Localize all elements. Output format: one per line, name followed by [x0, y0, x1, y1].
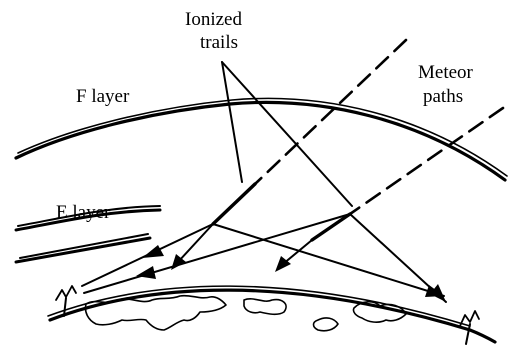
meteor-paths-label-line2: paths	[423, 86, 463, 107]
radio-path-down-2	[349, 213, 447, 303]
radio-path-up-1	[81, 223, 214, 287]
f-layer	[14, 97, 508, 182]
meteor-path-2	[348, 106, 505, 216]
receiver-antenna	[459, 310, 480, 345]
meteor-arrow-2	[275, 239, 313, 272]
meteor-path-1	[253, 38, 408, 186]
ionized-trails-label-line1: Ionized	[185, 9, 242, 30]
transmitter-antenna	[55, 285, 77, 317]
ionized-trail-1	[211, 182, 257, 226]
e-layer	[14, 205, 162, 264]
land-masses	[84, 294, 407, 332]
meteor-arrow-1	[171, 223, 214, 270]
ionized-trails-pointer	[221, 61, 353, 207]
f-layer-label: F layer	[76, 86, 130, 107]
ionized-trail-2	[310, 212, 352, 242]
meteor-paths-label-line1: Meteor	[418, 62, 474, 83]
e-layer-label: E layer	[56, 202, 111, 223]
radio-path-up-2	[83, 213, 351, 294]
ionized-trails-label-line2: trails	[200, 32, 238, 53]
